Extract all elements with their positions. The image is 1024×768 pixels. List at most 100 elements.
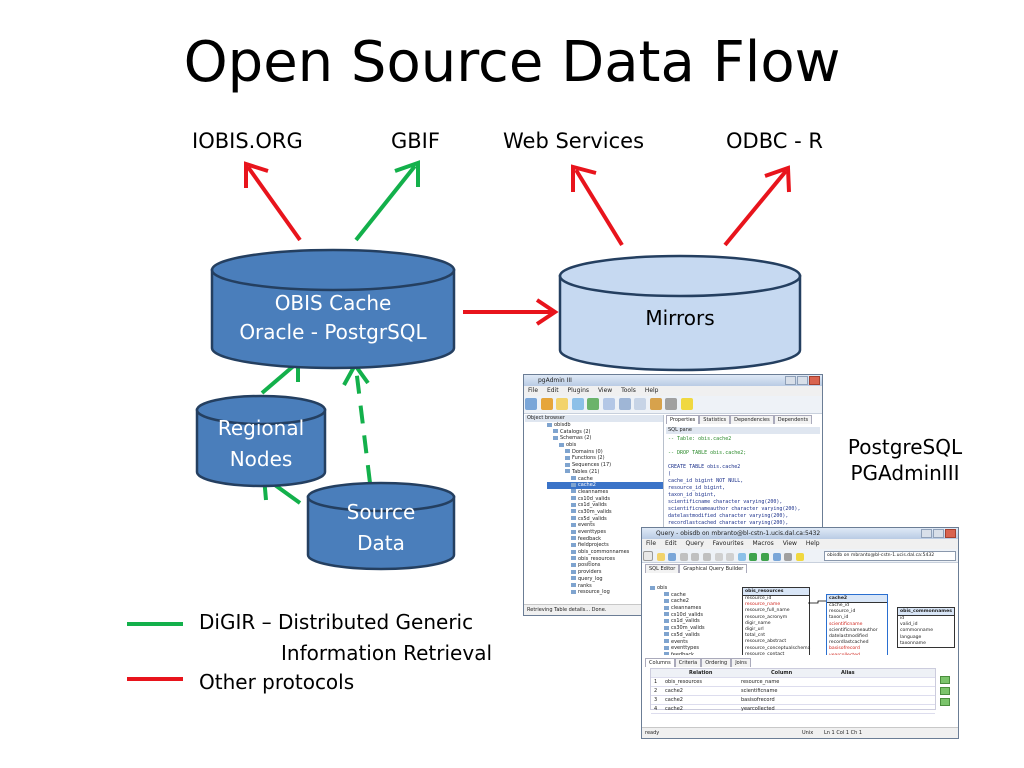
table-field[interactable]: recordlastcached (829, 640, 869, 646)
move-up-icon[interactable] (940, 676, 950, 684)
view-data-icon[interactable] (618, 398, 631, 410)
gqb-tree-item[interactable]: feedback (650, 652, 734, 655)
q-menu-favourites[interactable]: Favourites (712, 540, 744, 547)
q-menu-file[interactable]: File (646, 540, 657, 547)
gqb-tree-item[interactable]: cache2 (650, 598, 734, 605)
table-field[interactable]: cache_id (829, 603, 850, 608)
table-field[interactable]: yearcollected (829, 652, 860, 656)
plugin-icon[interactable] (665, 398, 678, 410)
tree-item[interactable]: providers (547, 569, 663, 576)
table-field[interactable]: resource_abstract (745, 639, 787, 645)
properties-icon[interactable] (556, 398, 569, 410)
tab-dependencies[interactable]: Dependencies (730, 415, 774, 424)
save-icon[interactable] (668, 553, 677, 561)
minimize-icon[interactable] (785, 376, 796, 385)
tab-statistics[interactable]: Statistics (699, 415, 731, 424)
tree-item[interactable]: obis (547, 442, 663, 449)
help-icon[interactable] (680, 398, 693, 410)
menu-edit[interactable]: Edit (546, 387, 559, 394)
maintenance-icon[interactable] (649, 398, 662, 410)
connect-icon[interactable] (525, 398, 537, 410)
tree-item[interactable]: Catalogs (2) (547, 429, 663, 436)
table-field[interactable]: digir_url (745, 626, 764, 632)
explain-icon[interactable] (772, 553, 781, 561)
drop-icon[interactable] (587, 398, 600, 410)
menu-plugins[interactable]: Plugins (567, 387, 590, 394)
menu-help[interactable]: Help (644, 387, 659, 394)
undo-icon[interactable] (714, 553, 723, 561)
q-help-icon[interactable] (795, 553, 804, 561)
copy-icon[interactable] (691, 553, 700, 561)
tree-item[interactable]: cs30m_valids (547, 509, 663, 516)
menu-view[interactable]: View (597, 387, 613, 394)
table-field[interactable]: taxonname (900, 640, 926, 646)
table-field[interactable]: resource_contact (745, 651, 785, 655)
tab-sql-editor[interactable]: SQL Editor (645, 564, 680, 573)
open-icon[interactable] (656, 553, 665, 561)
table-field[interactable]: resource_full_name (745, 608, 790, 614)
table-field[interactable]: resource_id (829, 609, 856, 615)
connection-select[interactable]: obisdb on mbranto@bl-cstn-1.ucis.dal.ca:… (824, 551, 956, 561)
tree-item[interactable]: cs5d_valids (547, 516, 663, 523)
menu-tools[interactable]: Tools (621, 387, 636, 394)
tree-item[interactable]: positions (547, 562, 663, 569)
tab-graphical-query-builder[interactable]: Graphical Query Builder (679, 564, 748, 573)
tree-item[interactable]: Tables (21) (547, 469, 663, 476)
tree-item[interactable]: cs10d_valids (547, 496, 663, 503)
table-field[interactable]: valid_id (900, 622, 918, 628)
tree-item[interactable]: query_log (547, 576, 663, 583)
close-icon[interactable] (809, 376, 820, 385)
query-close-icon[interactable] (945, 529, 956, 538)
table-field[interactable]: digir_name (745, 620, 771, 626)
tree-item[interactable]: Functions (2) (547, 455, 663, 462)
tab-joins[interactable]: Joins (731, 658, 751, 667)
table-field[interactable]: basisofrecord (829, 646, 860, 652)
table-field[interactable]: resource_acronym (745, 614, 788, 620)
tree-item[interactable]: obis_resources (547, 556, 663, 563)
gqb-tree-item[interactable]: cs10d_valids (650, 612, 734, 619)
q-menu-help[interactable]: Help (805, 540, 820, 547)
tree-item[interactable]: resource_log (547, 589, 663, 596)
execute-pgscript-icon[interactable] (760, 553, 769, 561)
filter-icon[interactable] (634, 398, 647, 410)
cut-icon[interactable] (679, 553, 688, 561)
table-field[interactable]: language (900, 634, 922, 640)
q-menu-view[interactable]: View (782, 540, 797, 547)
refresh-icon[interactable] (540, 398, 553, 410)
tree-item[interactable]: Domains (0) (547, 449, 663, 456)
execute-icon[interactable] (749, 553, 758, 561)
gqb-tree-item[interactable]: cs5d_valids (650, 632, 734, 639)
table-field[interactable]: commonname (900, 628, 934, 634)
tree-item[interactable]: feedback (547, 536, 663, 543)
tree-item[interactable]: Schemas (2) (547, 435, 663, 442)
gqb-tree-item[interactable]: events (650, 639, 734, 646)
tree-item[interactable]: ranks (547, 583, 663, 590)
paste-icon[interactable] (702, 553, 711, 561)
tree-item[interactable]: obisdb (547, 422, 663, 429)
table-field[interactable]: scientificname (829, 621, 863, 627)
table-field[interactable]: scientificnameauthor (829, 627, 878, 633)
q-menu-edit[interactable]: Edit (664, 540, 677, 547)
find-icon[interactable] (737, 553, 746, 561)
gqb-tree-item[interactable]: cs1d_valids (650, 618, 734, 625)
tree-item[interactable]: cs1d_valids (547, 502, 663, 509)
gqb-tree-item[interactable]: cache (650, 592, 734, 599)
tree-item[interactable]: cache (547, 476, 663, 483)
tree-item[interactable]: fieldprojects (547, 542, 663, 549)
table-field[interactable]: taxon_id (829, 615, 849, 621)
gqb-tree-item[interactable]: obis (650, 585, 734, 592)
move-down-icon[interactable] (940, 687, 950, 695)
tree-item[interactable]: cache2 (547, 482, 663, 489)
query-minimize-icon[interactable] (921, 529, 932, 538)
gqb-tree-item[interactable]: cleannames (650, 605, 734, 612)
tab-ordering[interactable]: Ordering (701, 658, 732, 667)
tab-properties[interactable]: Properties (666, 415, 700, 424)
tab-dependents[interactable]: Dependents (773, 415, 813, 424)
tree-item[interactable]: Sequences (17) (547, 462, 663, 469)
